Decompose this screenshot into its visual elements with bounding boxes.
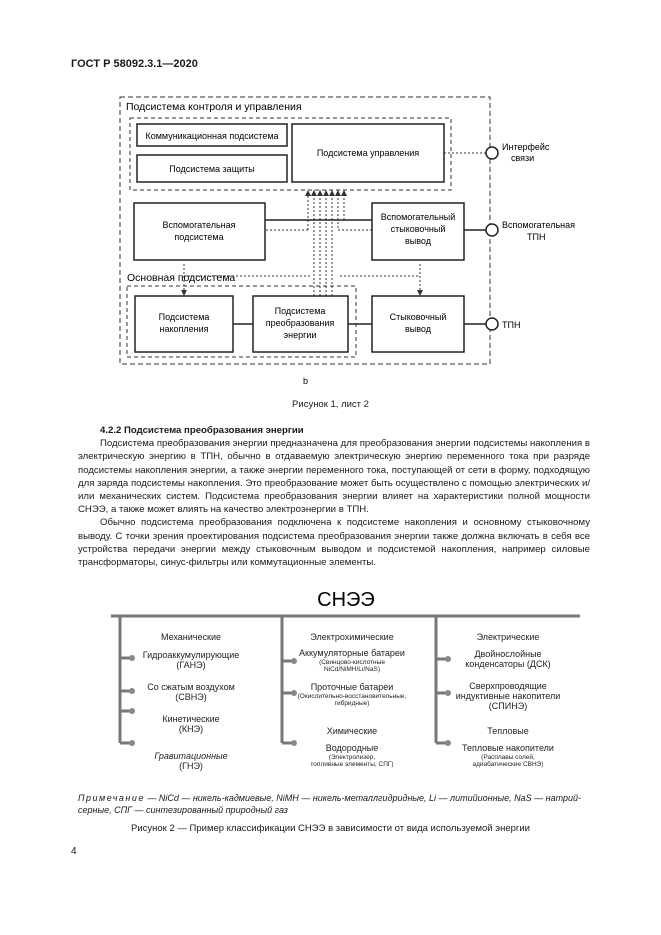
- col3-item2-abbr: (СПИНЭ): [489, 701, 527, 711]
- storage-label: Подсистема: [159, 312, 210, 322]
- col1-item4-abbr: (ГНЭ): [179, 761, 203, 771]
- col2-item2-d2: гибридные): [335, 699, 370, 707]
- comm-subsystem-label: Коммуникационная подсистема: [145, 131, 278, 141]
- col2-item2-d1: (Окислительно-восстановительные,: [298, 693, 407, 700]
- aux-output-label-3: вывод: [405, 236, 432, 246]
- col1-item1-abbr: (ГАНЭ): [176, 660, 205, 670]
- col3-item2-b: индуктивные накопители: [456, 691, 561, 701]
- control-subsystem-frame: [119, 96, 491, 365]
- figure-2-note: Примечание — NiCd — никель-кадмиевые, Ni…: [78, 792, 590, 816]
- col1-item3: Кинетические: [162, 714, 219, 724]
- interface-label-2: связи: [511, 153, 534, 163]
- col1-item3-abbr: (КНЭ): [179, 724, 203, 734]
- col2-item2: Проточные батареи: [311, 682, 394, 692]
- col2-item1-d2: NiCd/NiMH/Li/NaS): [324, 666, 380, 673]
- comm-subsystem-box: [136, 123, 288, 147]
- control-group-frame: [129, 117, 452, 191]
- col3-item2: Сверхпроводящие: [469, 681, 547, 691]
- col2b-item1-d2: топливные элементы, СПГ): [310, 761, 393, 768]
- col-thermal-head: Тепловые: [487, 726, 528, 736]
- aux-subsystem-box: [133, 202, 266, 261]
- col3b-item1-d1: (Расплавы солей,: [481, 753, 535, 761]
- col2-item1-d1: (Свинцово-кислотные: [319, 659, 385, 666]
- document-header: ГОСТ Р 58092.3.1—2020: [71, 58, 198, 70]
- col2b-item1-d1: (Электролизер,: [329, 754, 376, 761]
- conversion-label-3: энергии: [284, 330, 317, 340]
- figure-2-caption: Рисунок 2 — Пример классификации СНЭЭ в …: [131, 823, 530, 834]
- figure-2-title: СНЭЭ: [317, 589, 375, 611]
- aux-output-label-2: стыковочный: [391, 224, 446, 234]
- figure-1-caption: Рисунок 1, лист 2: [292, 399, 369, 410]
- output-label-2: вывод: [405, 324, 432, 334]
- conversion-subsystem-box: [252, 295, 349, 353]
- control-subsystem-label: Подсистема управления: [317, 148, 419, 158]
- tpn-terminal: [485, 317, 499, 331]
- conversion-label-2: преобразования: [266, 318, 335, 328]
- note-label: Примечание: [78, 793, 145, 803]
- output-label: Стыковочный: [390, 312, 447, 322]
- protection-subsystem-label: Подсистема защиты: [169, 164, 254, 174]
- aux-output-label: Вспомогательный: [381, 212, 456, 222]
- aux-subsystem-label-2: подсистема: [174, 232, 223, 242]
- col1-item1: Гидроаккумулирующие: [143, 650, 240, 660]
- col-chemical-head: Химические: [327, 726, 377, 736]
- conversion-label: Подсистема: [275, 306, 326, 316]
- col3-item1-abbr: конденсаторы (ДСК): [465, 659, 550, 669]
- col3b-item1: Тепловые накопители: [462, 743, 554, 753]
- aux-subsystem-label: Вспомогательная: [163, 220, 236, 230]
- aux-tpn-terminal: [485, 223, 499, 237]
- col-mechanical-head: Механические: [161, 632, 221, 642]
- col3b-item1-d2: адиабатические СВНЭ): [472, 760, 543, 768]
- aux-tpn-label-2: ТПН: [527, 232, 545, 242]
- figure-1-sublabel: b: [303, 376, 308, 386]
- section-heading: 4.2.2 Подсистема преобразования энергии: [100, 425, 304, 436]
- storage-subsystem-box: [134, 295, 234, 353]
- col2-item1: Аккумуляторные батареи: [299, 648, 405, 658]
- col1-item2: Со сжатым воздухом: [147, 682, 235, 692]
- col-electrical-head: Электрические: [477, 632, 540, 642]
- interface-label: Интерфейс: [502, 142, 550, 152]
- col-electrochemical-head: Электрохимические: [310, 632, 393, 642]
- col1-item2-abbr: (СВНЭ): [175, 692, 206, 702]
- col2b-item1: Водородные: [326, 743, 379, 753]
- control-subsystem-title: Подсистема контроля и управления: [126, 101, 302, 113]
- tpn-label: ТПН: [502, 320, 520, 330]
- output-box: [371, 295, 465, 353]
- aux-output-box: [371, 202, 465, 261]
- protection-subsystem-box: [136, 154, 288, 183]
- col1-item4: Гравитационные: [154, 751, 227, 761]
- page-number: 4: [71, 846, 77, 857]
- interface-terminal: [485, 146, 499, 160]
- paragraph-2: Обычно подсистема преобразования подключ…: [78, 517, 590, 569]
- note-text: — NiCd — никель-кадмиевые, NiMH — никель…: [78, 793, 582, 815]
- section-body: 4.2.2 Подсистема преобразования энергии …: [78, 424, 590, 569]
- main-subsystem-frame: [126, 285, 357, 358]
- aux-tpn-label: Вспомогательная: [502, 220, 575, 230]
- main-subsystem-title: Основная подсистема: [127, 272, 235, 284]
- paragraph-1: Подсистема преобразования энергии предна…: [78, 438, 590, 516]
- storage-label-2: накопления: [159, 324, 208, 334]
- col3-item1: Двойнослойные: [474, 649, 541, 659]
